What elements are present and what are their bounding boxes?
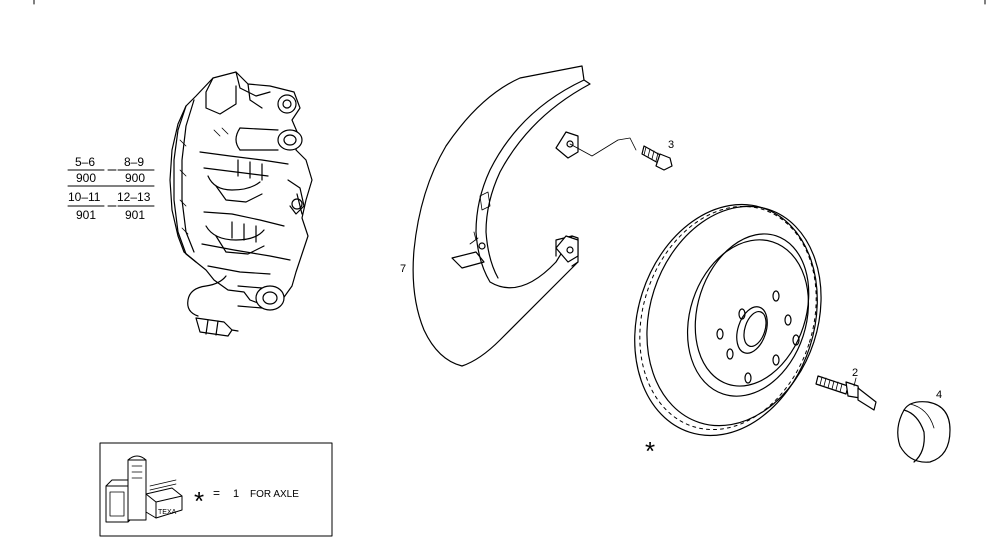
hub-cap-icon xyxy=(897,401,951,463)
brake-caliper-icon xyxy=(169,71,313,311)
legend-asterisk: * xyxy=(194,486,204,516)
ref-r1-left-num: 5–6 xyxy=(75,155,95,169)
wheel-stud-icon xyxy=(815,375,877,411)
callout-7: 7 xyxy=(400,263,406,275)
reference-table: 5–6 900 8–9 900 10–11 901 12–13 901 xyxy=(67,155,155,222)
callout-4: 4 xyxy=(936,389,942,401)
wear-sensor-icon xyxy=(187,275,239,337)
ref-r1-right-den: 900 xyxy=(125,171,145,185)
ref-r2-right-den: 901 xyxy=(125,208,145,222)
legend-box: TEXA * = 1 FOR AXLE xyxy=(99,442,333,537)
screw-icon xyxy=(641,145,673,171)
ref-r2-left-den: 901 xyxy=(76,208,96,222)
legend-quantity: 1 xyxy=(233,488,239,500)
ref-r2-right-num: 12–13 xyxy=(117,190,151,204)
legend-text: FOR AXLE xyxy=(250,489,299,500)
callout-3: 3 xyxy=(668,139,674,151)
brake-disc-icon xyxy=(634,203,822,437)
parts-box-label: TEXA xyxy=(158,509,177,516)
parts-box-icon: TEXA xyxy=(105,455,183,523)
ref-r1-left-den: 900 xyxy=(76,171,96,185)
dust-shield-icon xyxy=(412,65,591,367)
callout-2: 2 xyxy=(852,367,858,379)
ref-r2-left-num: 10–11 xyxy=(68,190,101,204)
corner-marks xyxy=(33,0,986,5)
legend-equals: = xyxy=(213,486,220,500)
disc-asterisk: * xyxy=(645,436,655,466)
ref-r1-right-num: 8–9 xyxy=(124,155,144,169)
